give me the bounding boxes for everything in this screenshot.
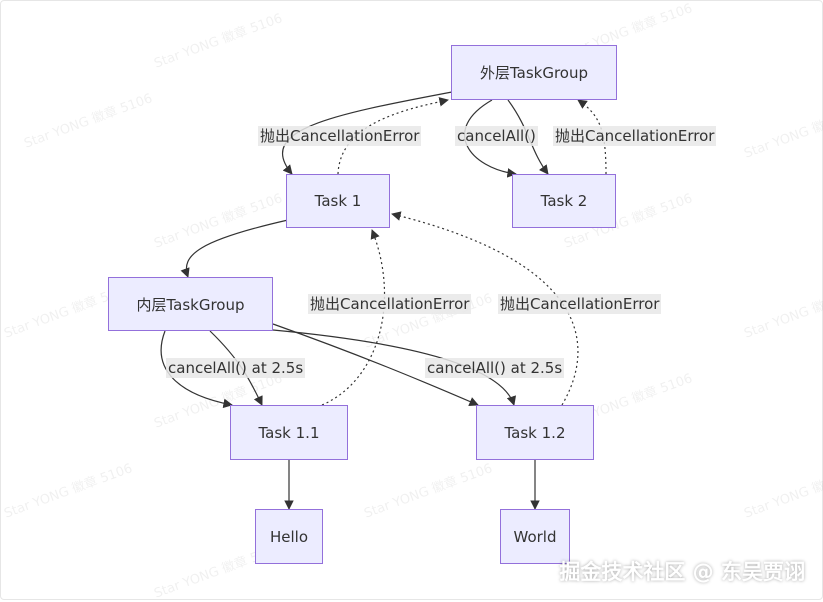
node-task1-1: Task 1.1 bbox=[230, 405, 348, 460]
edge-label-throw-task12: 抛出CancellationError bbox=[498, 294, 662, 314]
edge-label-throw-task2: 抛出CancellationError bbox=[553, 126, 717, 146]
edge-label-cancelall-task2: cancelAll() bbox=[455, 126, 538, 146]
edge-label-throw-task1: 抛出CancellationError bbox=[258, 126, 422, 146]
edge-task2-to-outer bbox=[577, 99, 607, 175]
edge-label-cancelall-task12: cancelAll() at 2.5s bbox=[425, 358, 565, 378]
edge-label-cancelall-task11: cancelAll() at 2.5s bbox=[166, 358, 306, 378]
edge-inner-to-task12-a bbox=[272, 323, 479, 406]
node-inner-taskgroup: 内层TaskGroup bbox=[108, 277, 273, 331]
edge-label-throw-task11: 抛出CancellationError bbox=[308, 294, 472, 314]
footer-credit: 掘金技术社区 @ 东吴贾诩 bbox=[559, 560, 805, 584]
node-hello: Hello bbox=[255, 509, 323, 564]
edge-inner-to-task12-b bbox=[272, 329, 516, 406]
edge-task12-to-task1 bbox=[391, 211, 579, 406]
node-task2: Task 2 bbox=[512, 174, 616, 228]
edge-inner-to-task11-a bbox=[160, 330, 233, 409]
edge-task11-to-task1 bbox=[321, 229, 385, 406]
node-outer-taskgroup: 外层TaskGroup bbox=[451, 45, 617, 100]
node-task1-2: Task 1.2 bbox=[476, 405, 594, 460]
node-task1: Task 1 bbox=[286, 174, 390, 228]
node-world: World bbox=[500, 509, 570, 564]
edge-task1-to-inner bbox=[180, 219, 289, 278]
edge-outer-to-task1 bbox=[281, 91, 453, 175]
edge-task1-to-outer bbox=[337, 97, 449, 175]
